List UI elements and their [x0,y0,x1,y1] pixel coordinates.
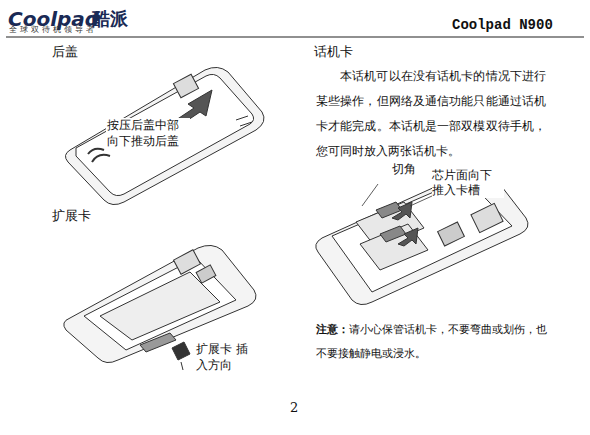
header-rule [6,36,584,37]
note-heading: 注意： [316,318,349,342]
callout-label: 芯片面向下 推入卡槽 [432,168,504,198]
page-number: 2 [290,400,298,417]
callout-label: 切角 [392,163,416,177]
note-text: 请小心保管话机卡，不要弯曲或划伤，也不要接触静电或浸水。 [316,318,548,366]
callout-label: 扩展卡 插入方向 [196,342,256,373]
section-heading: 话机卡 [314,44,353,61]
callout-label: 按压后盖中部 向下推动后盖 [106,118,190,149]
section-heading: 扩展卡 [52,208,91,225]
phone-back-cover [65,67,264,204]
model-header: Coolpad N900 [452,18,553,32]
body-paragraph: 本话机可以在没有话机卡的情况下进行某些操作，但网络及通信功能只能通过话机卡才能完… [316,64,546,164]
section-heading: 后盖 [52,44,78,61]
logo-slogan: 全球双待机领导者 [9,26,97,34]
logo-chinese: 酷派 [92,7,128,30]
